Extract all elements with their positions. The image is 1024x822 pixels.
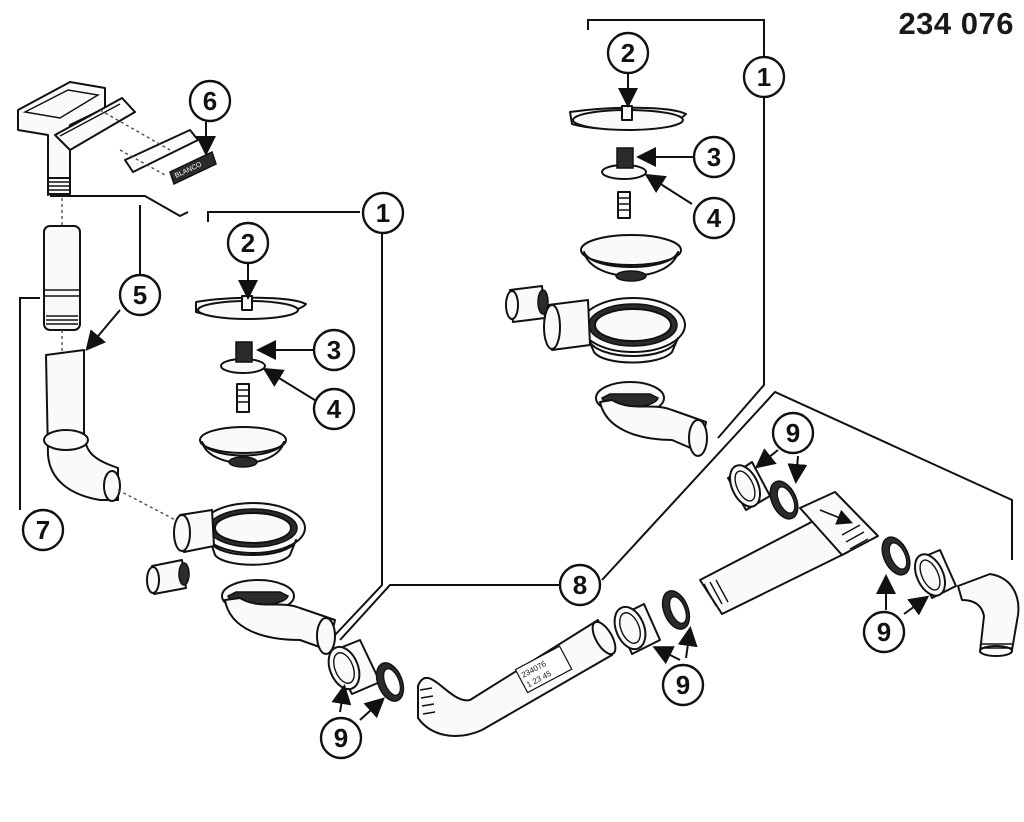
callout-2-right-number: 2 bbox=[621, 38, 635, 68]
straight-pipe-tee bbox=[699, 491, 879, 615]
callout-6: 6 bbox=[188, 79, 232, 123]
callout-5: 5 bbox=[118, 273, 162, 317]
callout-3-right: 3 bbox=[692, 135, 736, 179]
callout-9-middle: 9 bbox=[661, 663, 705, 707]
overflow-cover: BLANCO bbox=[99, 109, 217, 186]
callout-2-left-number: 2 bbox=[241, 228, 255, 258]
seal-ring-top bbox=[769, 480, 799, 520]
seal-ring-right bbox=[881, 536, 911, 576]
callout-8-number: 8 bbox=[573, 570, 587, 600]
part-number: 234 076 bbox=[898, 6, 1014, 41]
waste-outlet-right bbox=[543, 297, 686, 364]
basket-strainer-left bbox=[195, 295, 307, 320]
overflow-connector-right bbox=[505, 285, 549, 323]
callout-3-left-number: 3 bbox=[327, 335, 341, 365]
callout-9-top-number: 9 bbox=[786, 418, 800, 448]
callout-8: 8 bbox=[558, 563, 602, 607]
callout-9-left-number: 9 bbox=[334, 723, 348, 753]
nut-top bbox=[727, 461, 771, 511]
callout-3-left: 3 bbox=[312, 328, 356, 372]
basket-strainer-right bbox=[569, 105, 687, 131]
callout-7: 7 bbox=[21, 508, 65, 552]
elbow-outlet bbox=[957, 573, 1020, 657]
leader-lines bbox=[19, 19, 1013, 721]
spindle-right bbox=[601, 147, 647, 219]
overflow-pipe-upper bbox=[43, 198, 81, 352]
overflow-fitting bbox=[17, 81, 136, 196]
callout-9-middle-number: 9 bbox=[676, 670, 690, 700]
nut-left bbox=[327, 639, 381, 695]
callout-4-left: 4 bbox=[312, 387, 356, 431]
seal-ring-left bbox=[375, 662, 405, 702]
spindle-left bbox=[220, 341, 266, 413]
callout-3-right-number: 3 bbox=[707, 142, 721, 172]
callout-9-top: 9 bbox=[771, 411, 815, 455]
callout-2-right: 2 bbox=[606, 31, 650, 75]
seal-ring-middle bbox=[661, 590, 691, 630]
callout-6-number: 6 bbox=[203, 86, 217, 116]
callout-2-left: 2 bbox=[226, 221, 270, 265]
callout-4-right: 4 bbox=[692, 196, 736, 240]
callout-1-left: 1 bbox=[361, 191, 405, 235]
strainer-bowl-left bbox=[199, 426, 287, 468]
bend-pipe-long: 234076 1 23 45 bbox=[417, 619, 617, 737]
nut-right bbox=[913, 549, 957, 599]
callout-9-left: 9 bbox=[319, 716, 363, 760]
trap-right bbox=[595, 381, 708, 457]
callout-4-right-number: 4 bbox=[707, 203, 722, 233]
callout-1-left-number: 1 bbox=[376, 198, 390, 228]
waste-outlet-left bbox=[173, 502, 306, 566]
callout-9-right: 9 bbox=[862, 610, 906, 654]
callout-7-number: 7 bbox=[36, 515, 50, 545]
callout-1-right-number: 1 bbox=[757, 62, 771, 92]
callout-1-right: 1 bbox=[742, 55, 786, 99]
callout-4-left-number: 4 bbox=[327, 394, 342, 424]
strainer-bowl-right bbox=[580, 234, 682, 282]
overflow-connector-left bbox=[146, 559, 190, 595]
overflow-pipe-lower bbox=[43, 349, 186, 526]
trap-left bbox=[221, 579, 336, 655]
callout-5-number: 5 bbox=[133, 280, 147, 310]
callout-9-right-number: 9 bbox=[877, 617, 891, 647]
nut-middle bbox=[613, 603, 661, 655]
